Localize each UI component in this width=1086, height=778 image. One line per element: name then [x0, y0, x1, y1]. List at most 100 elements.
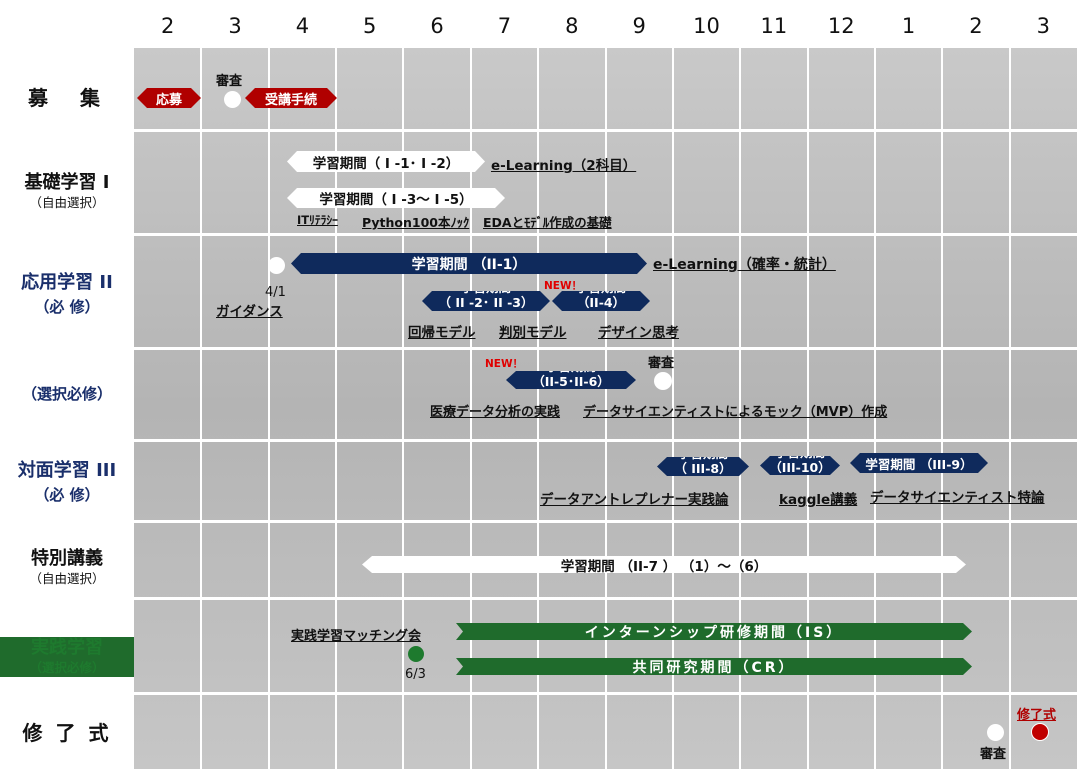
row-divider: [134, 439, 1077, 442]
row-label-text: 対面学習 III: [17, 460, 117, 481]
row-divider: [134, 692, 1077, 695]
month-label: 9: [632, 14, 646, 38]
guidance-marker: [268, 257, 285, 274]
course-mvp-mock: データサイエンティストによるモック（MVP）作成: [583, 405, 888, 420]
month-label: 1: [901, 14, 916, 38]
guidance-date: 4/1: [265, 285, 286, 300]
applied-period-2-3-bar: 学習期間 （ II -2･ II -3）: [422, 291, 550, 311]
completion-ceremony-marker: [1031, 723, 1049, 741]
course-regression: 回帰モデル: [408, 325, 476, 341]
course-medical-data: 医療データ分析の実践: [430, 405, 561, 420]
row-label-recruit: 募 集: [0, 87, 134, 109]
month-gridline: [604, 48, 607, 769]
basic-course-literacy: ITﾘﾃﾗｼｰ: [297, 213, 338, 227]
row-divider: [134, 597, 1077, 600]
completion-review-marker: [987, 724, 1004, 741]
row-label-sub: （必 修）: [34, 486, 100, 504]
month-gridline: [806, 48, 809, 769]
row-label-sub: （選択必修）: [21, 385, 112, 403]
special-period-bar: 学習期間 （II-7 ） （1）～（6）: [362, 556, 966, 573]
month-label: 6: [430, 14, 444, 38]
matching-event-date: 6/3: [405, 667, 426, 682]
row-label-sub: （自由選択）: [29, 571, 105, 586]
month-label: 10: [693, 14, 720, 38]
month-gridline: [873, 48, 876, 769]
month-gridline: [941, 48, 944, 769]
row-label-basic: 基礎学習 I （自由選択）: [0, 172, 134, 212]
course-classification: 判別モデル: [499, 325, 567, 341]
month-label: 7: [497, 14, 512, 38]
row-label-special: 特別講義 （自由選択）: [0, 548, 134, 588]
row-label-practice: 実践学習 （選択必修）: [0, 637, 134, 677]
applied-period-bar: 学習期間 （II-1）: [291, 253, 647, 274]
elective-review-marker: [654, 372, 672, 390]
basic-period-2-bar: 学習期間（ I -3～ I -5）: [287, 188, 505, 208]
month-gridline: [469, 48, 472, 769]
applied-elearning-label: e-Learning（確率・統計）: [653, 257, 836, 273]
face-period-10-bar: 学習期間 （III-10）: [760, 456, 840, 475]
internship-bar: インターンシップ研修期間（IS）: [456, 623, 972, 640]
row-label-sub: （必 修）: [34, 298, 100, 316]
row-label-text: 修 了 式: [22, 721, 112, 745]
row-label-text: 応用学習 II: [21, 272, 113, 293]
enrollment-bar: 受講手続: [245, 88, 337, 108]
elective-period-bar: 学習期間 （II-5･II-6）: [506, 371, 636, 389]
course-data-scientist: データサイエンティスト特論: [870, 490, 1045, 506]
month-label: 2: [160, 14, 175, 38]
matching-event-marker: [408, 646, 424, 662]
row-label-completion: 修 了 式: [0, 722, 134, 744]
row-divider: [134, 233, 1077, 236]
course-design-thinking: デザイン思考: [598, 325, 679, 341]
month-label: 4: [295, 14, 310, 38]
row-label-text: 実践学習: [31, 637, 103, 658]
month-gridline: [402, 48, 405, 769]
basic-course-python: Python100本ﾉｯｸ: [362, 215, 470, 230]
month-label: 3: [228, 14, 242, 38]
bar-line-2: （III-10）: [769, 459, 831, 475]
guidance-label: ガイダンス: [216, 304, 283, 320]
elective-review-label: 審査: [648, 356, 675, 371]
month-label: 11: [760, 14, 788, 38]
row-divider: [134, 347, 1077, 350]
completion-ceremony-label: 修了式: [1017, 708, 1057, 723]
month-gridline: [739, 48, 742, 769]
row-label-text: 基礎学習 I: [24, 172, 110, 193]
month-label: 3: [1036, 14, 1050, 38]
basic-period-1-bar: 学習期間（ I -1･ I -2）: [287, 151, 485, 172]
month-gridline: [671, 48, 674, 769]
month-gridline: [267, 48, 270, 769]
bar-line-2: （ III-8）: [674, 460, 732, 476]
month-label: 2: [969, 14, 983, 38]
new-badge: NEW！: [485, 358, 524, 370]
row-label-elective: （選択必修）: [0, 385, 134, 403]
month-label: 12: [827, 14, 855, 38]
row-label-sub: （自由選択）: [29, 195, 105, 210]
course-kaggle: kaggle講義: [779, 492, 858, 508]
joint-research-bar: 共同研究期間（CR）: [456, 658, 972, 675]
row-label-text: 特別講義: [31, 548, 103, 569]
row-divider: [134, 520, 1077, 523]
row-label-applied: 応用学習 II （必 修）: [0, 272, 134, 320]
basic-elearning-label: e-Learning（2科目）: [491, 158, 637, 174]
face-period-8-bar: 学習期間 （ III-8）: [657, 457, 749, 476]
completion-review-label: 審査: [980, 747, 1007, 762]
month-label: 5: [363, 14, 377, 38]
month-gridline: [537, 48, 540, 769]
course-data-entrepreneur: データアントレプレナー実践論: [540, 492, 729, 508]
review-marker: [224, 91, 241, 108]
month-gridline: [200, 48, 203, 769]
applied-period-4-bar: 学習期間 （II-4）: [552, 291, 650, 311]
bar-line-2: （II-4）: [576, 295, 626, 310]
face-period-9-bar: 学習期間 （III-9）: [850, 453, 988, 473]
bar-line-2: （ II -2･ II -3）: [438, 295, 534, 310]
bar-line-2: （II-5･II-6）: [532, 374, 610, 389]
month-gridline: [1008, 48, 1011, 769]
new-badge: NEW！: [544, 280, 583, 292]
review-label: 審査: [216, 74, 243, 89]
row-divider: [134, 129, 1077, 132]
basic-course-eda: EDAとﾓﾃﾞﾙ作成の基礎: [483, 215, 612, 230]
apply-bar: 応募: [137, 88, 201, 108]
month-label: 8: [565, 14, 579, 38]
row-label-face: 対面学習 III （必 修）: [0, 460, 134, 508]
row-label-text: 募 集: [28, 86, 106, 110]
